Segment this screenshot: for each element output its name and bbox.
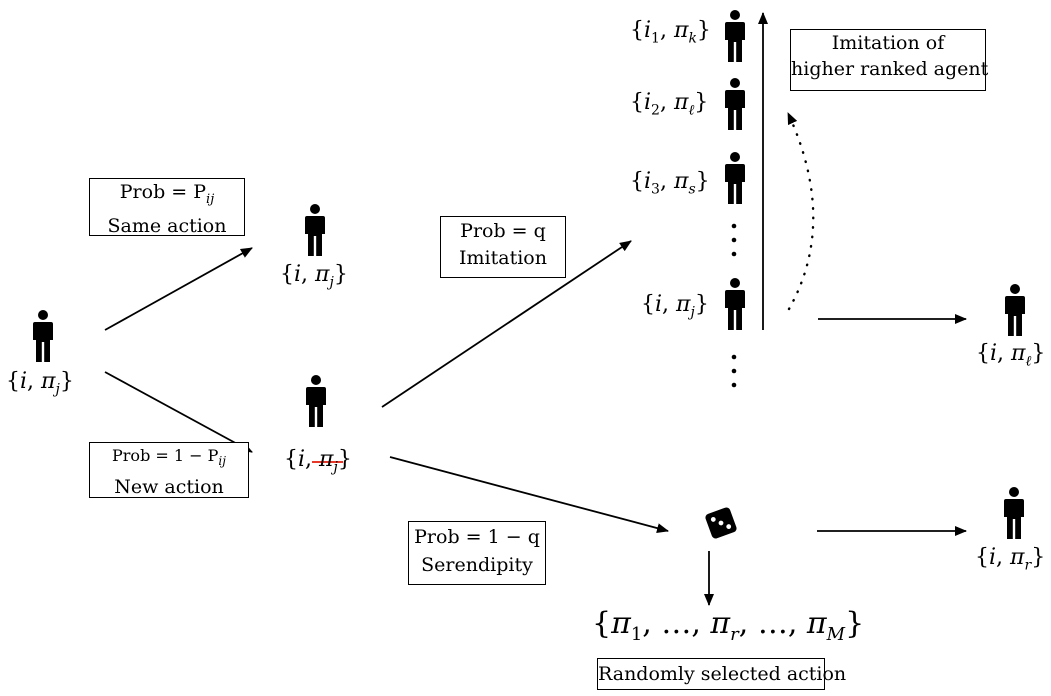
prob-serendipity-text: Prob = 1 − q (414, 526, 540, 548)
box-new-action: Prob = 1 − Pij New action (89, 442, 249, 498)
person-icon-same (305, 204, 325, 256)
person-icon-rank3 (725, 152, 745, 204)
same-action-label: Same action (107, 214, 227, 237)
label-rank2: {i2, πℓ} (630, 90, 709, 119)
prob-new-sub: ij (218, 454, 226, 469)
box-imitation: Prob = q Imitation (440, 216, 566, 278)
prob-new-text: Prob = 1 − P (112, 446, 219, 465)
person-icon-random-result (1004, 487, 1024, 539)
label-start: {i, πj} (6, 369, 74, 398)
label-rank1: {i1, πk} (630, 18, 711, 47)
arrow-start-to-same (104, 247, 253, 331)
new-action-label: New action (114, 476, 224, 499)
box-serendipity: Prob = 1 − q Serendipity (408, 521, 546, 585)
random-action-label: Randomly selected action (598, 663, 847, 685)
label-imitated: {i, πℓ} (976, 341, 1046, 370)
imitation-label: Imitation (459, 247, 547, 269)
person-icon-new (306, 375, 326, 427)
person-icon-start (33, 310, 53, 362)
higher-ranked-line1: Imitation of (831, 32, 945, 54)
label-new-crossed: {i, πj} (284, 447, 352, 476)
label-rank-j: {i, πj} (641, 292, 709, 321)
rank-ellipsis-upper (731, 223, 737, 257)
arrow-start-to-new (104, 371, 253, 453)
label-same: {i, πj} (280, 262, 348, 291)
box-higher-ranked: Imitation of higher ranked agent (790, 29, 989, 91)
person-icon-imitated (1005, 284, 1025, 336)
box-same-action: Prob = Pij Same action (89, 178, 245, 237)
label-rank3: {i3, πs} (630, 169, 710, 198)
box-random-action: Randomly selected action (597, 658, 847, 690)
rank-ellipsis-lower (731, 354, 737, 388)
higher-ranked-line2: higher ranked agent (791, 58, 989, 80)
prob-same-sub: ij (206, 191, 215, 207)
person-icon-rank-j (725, 278, 745, 330)
prob-imitation-text: Prob = q (460, 220, 546, 242)
arrow-new-to-serendipity (389, 456, 669, 534)
arrow-new-to-imitation (381, 240, 632, 408)
dotted-imitation-arrow (786, 111, 815, 311)
person-icon-rank2 (725, 78, 745, 130)
action-set: {π1, …, πr, …, πM} (592, 606, 865, 645)
prob-same-text: Prob = P (119, 181, 207, 203)
serendipity-label: Serendipity (421, 554, 533, 576)
die-icon (705, 507, 737, 539)
person-icon-rank1 (725, 10, 745, 62)
label-random-result: {i, πr} (975, 545, 1046, 574)
